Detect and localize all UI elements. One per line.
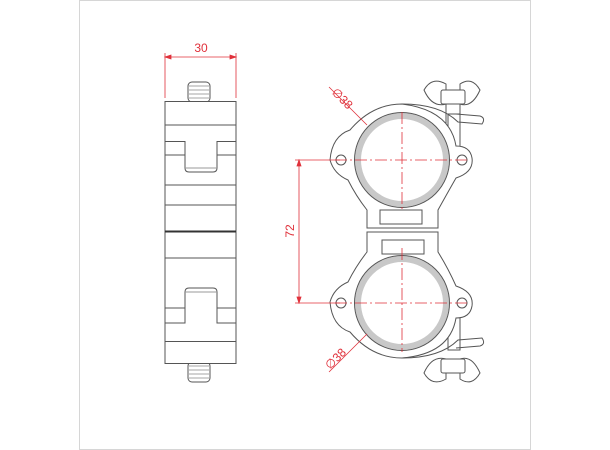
bottom-wing-nut	[423, 309, 481, 383]
center-distance-label: 72	[283, 224, 297, 238]
side-view	[164, 81, 237, 383]
top-wing-nut	[423, 80, 481, 155]
center-lines	[335, 112, 470, 352]
width-dimension	[163, 53, 238, 98]
diameter-leaders	[328, 86, 368, 373]
center-distance-dimension	[295, 158, 340, 305]
drawing-frame	[79, 0, 531, 450]
top-diameter-label: ∅38	[329, 85, 356, 112]
front-view	[329, 80, 485, 383]
top-bolt	[187, 81, 211, 103]
bottom-diameter-label: ∅38	[322, 345, 349, 372]
width-dimension-label: 30	[194, 41, 208, 55]
bottom-bolt	[187, 361, 211, 383]
